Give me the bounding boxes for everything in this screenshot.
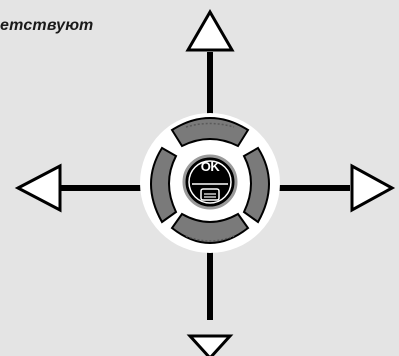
left-arrow-icon: [14, 163, 62, 213]
pad-left-button: [150, 146, 178, 224]
up-arrow-icon: [185, 9, 235, 52]
right-arrow-icon: [350, 163, 396, 213]
caption-text: етствуют: [0, 17, 94, 34]
ok-button: [182, 154, 238, 210]
pad-right-button: [242, 146, 270, 224]
ok-button-label: OK: [200, 159, 220, 174]
pad-down-button: [170, 212, 250, 244]
down-arrow-icon: [186, 334, 234, 356]
